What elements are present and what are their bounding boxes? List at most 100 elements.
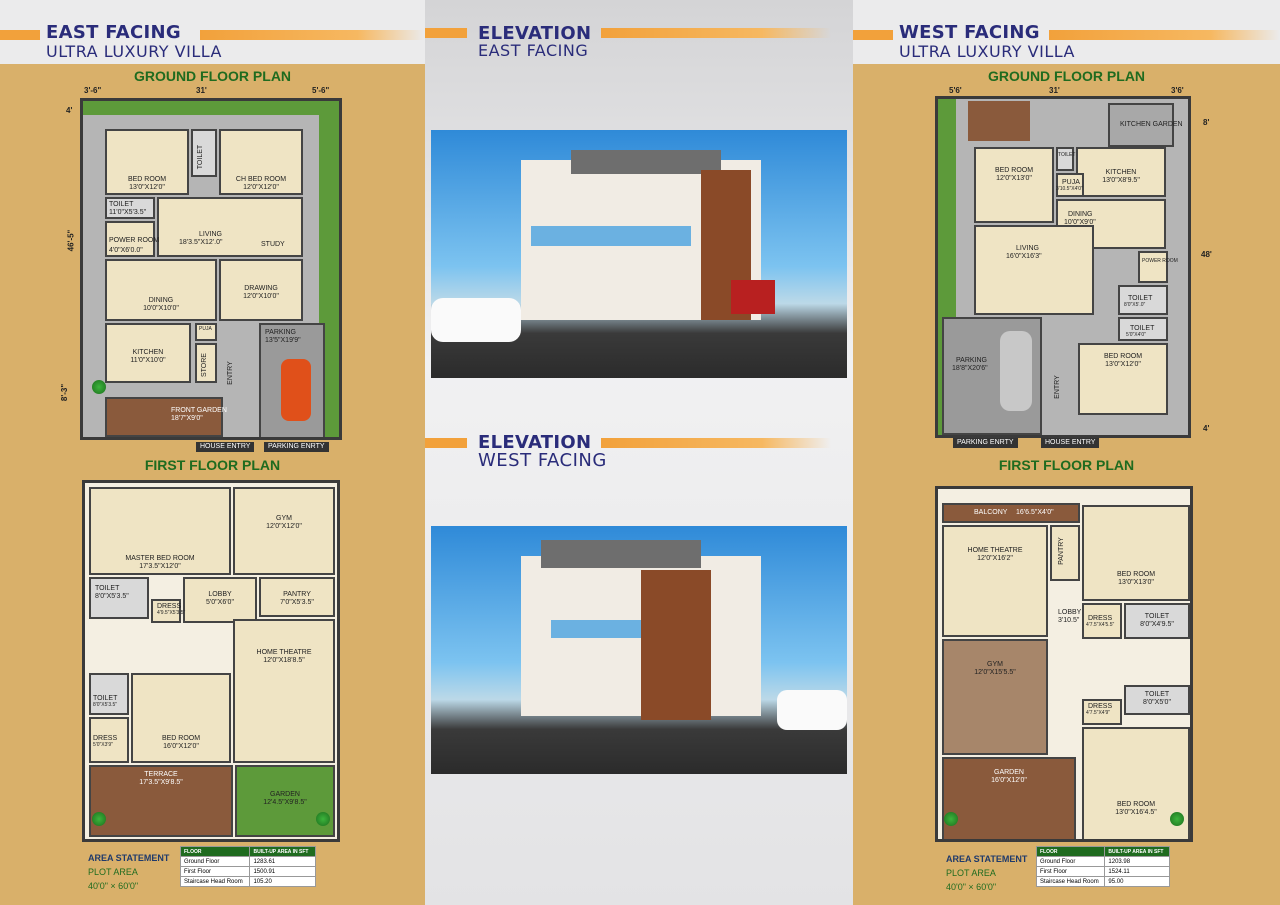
west-first-plan: BALCONY 16'6.5"X4'0" HOME THEATRE 12'0"X… <box>935 486 1193 842</box>
room-size: 18'3.5"X12'.0" <box>179 239 223 246</box>
room-size: 13'0"X16'4.5" <box>1115 809 1157 816</box>
room: POWER ROOM <box>1138 251 1178 283</box>
house-entry-label: HOUSE ENTRY <box>196 442 255 453</box>
room-name: GYM <box>987 661 1003 668</box>
room-size: 13'0"X12'0" <box>1105 361 1141 368</box>
room-name: KITCHEN <box>132 349 164 356</box>
plant-icon <box>944 812 958 826</box>
room: BED ROOM 13'0"X12'0" <box>1078 343 1168 415</box>
parking-entry-label: PARKING ENRTY <box>953 438 1018 449</box>
east-facing-panel: EAST FACING ULTRA LUXURY VILLA GROUND FL… <box>0 0 425 905</box>
house-entry-label: HOUSE ENTRY <box>1041 438 1100 449</box>
accent-bar <box>425 438 467 448</box>
dim-bottom: 4' <box>1203 424 1210 433</box>
entry-label: ENTRY <box>1053 375 1061 399</box>
room-name: TOILET <box>197 144 205 170</box>
room-name: POWER ROOM <box>109 237 160 244</box>
room-size: 4'7.5"X4'9" <box>1086 710 1111 716</box>
room-size: 10'0"X10'0" <box>143 305 179 312</box>
room-name: DRAWING <box>244 285 278 292</box>
room: BED ROOM 13'0"X13'0" <box>1082 505 1190 601</box>
room: LIVING 16'0"X16'3" <box>974 225 1094 315</box>
accent-bar <box>425 28 467 38</box>
room: BED ROOM 13'0"X12'0" <box>105 129 189 195</box>
accent-bar <box>200 30 425 40</box>
room: HOME THEATRE 12'0"X16'2" <box>942 525 1048 637</box>
table-header: FLOOR <box>179 846 251 857</box>
room-name: FRONT GARDEN <box>171 407 227 414</box>
first-floor-title: FIRST FLOOR PLAN <box>998 457 1135 473</box>
room: BED ROOM 16'0"X12'0" <box>131 673 231 763</box>
room-size: 12'0"X10'0" <box>243 293 279 300</box>
car <box>731 280 775 314</box>
car <box>777 690 847 730</box>
room: LOBBY 5'0"X6'0" <box>183 577 257 623</box>
plant-icon <box>92 380 106 394</box>
room: KITCHEN 13'0"X8'9.5" <box>1076 147 1166 197</box>
room-size: 4'7.5"X4'5.5" <box>1086 622 1115 628</box>
room: GYM 12'0"X15'5.5" <box>942 639 1048 755</box>
room: TERRACE 17'3.5"X9'8.5" <box>89 765 233 837</box>
west-elevation-image <box>431 526 847 774</box>
room: DRESS 4'7.5"X4'5.5" <box>1082 603 1122 639</box>
room-name: GARDEN <box>270 791 300 798</box>
room-name: DRESS <box>157 603 182 610</box>
accent-bar <box>601 28 831 38</box>
room: KITCHEN GARDEN <box>1108 103 1183 147</box>
car-icon <box>281 359 311 421</box>
accent-bar <box>0 30 40 40</box>
accent-bar <box>853 30 893 40</box>
room-size: 16'0"X12'0" <box>163 743 199 750</box>
room: POWER ROOM 4'0"X6'0.0" <box>105 221 159 257</box>
room-name: TOILET <box>1058 152 1076 158</box>
room-name: TOILET <box>95 585 120 592</box>
room: TOILET <box>1056 147 1076 171</box>
room-name: PANTRY <box>1057 537 1065 565</box>
room-name: MASTER BED ROOM <box>125 555 195 562</box>
table-cell: Staircase Head Room <box>1035 876 1106 887</box>
plot-size-value: 40'0" × 60'0" <box>946 882 997 892</box>
room-name: BED ROOM <box>994 167 1034 174</box>
elevation-west-title: ELEVATION <box>478 432 592 453</box>
room-name: POWER ROOM <box>1142 258 1178 264</box>
dim-mid: 31' <box>196 86 207 95</box>
room-size: 12'0"X18'8.5" <box>263 657 305 664</box>
room: TOILET <box>191 129 217 177</box>
room-size: 8'0"X5'3.5" <box>93 702 118 708</box>
room-name: DRESS <box>93 735 118 742</box>
ground-floor-title: GROUND FLOOR PLAN <box>987 68 1146 84</box>
dim-bottom: 8'-3" <box>60 383 70 402</box>
room: HOME THEATRE 12'0"X18'8.5" <box>233 619 335 763</box>
building-railing <box>531 226 691 246</box>
room-name: PANTRY <box>283 591 311 598</box>
elevation-west-subtitle: WEST FACING <box>478 450 607 471</box>
building-railing <box>551 620 641 638</box>
dim-top: 8' <box>1203 118 1210 127</box>
room-size: 3'10.5"X4'0" <box>1056 186 1083 192</box>
elevation-east-title: ELEVATION <box>478 23 592 44</box>
room-name: TOILET <box>93 695 118 702</box>
room-name: LOBBY <box>208 591 232 598</box>
room: STORE <box>195 343 217 383</box>
dim-right: 3'6' <box>1171 86 1184 95</box>
room-size: 7'0"X5'3.5" <box>280 599 314 606</box>
entry-label: ENTRY <box>226 361 234 385</box>
room-size: 17'3.5"X9'8.5" <box>139 779 183 786</box>
building-roof <box>571 150 721 174</box>
table-cell: Staircase Head Room <box>179 876 251 887</box>
table-cell: First Floor <box>1035 866 1106 877</box>
room-name: KITCHEN <box>1105 169 1137 176</box>
east-elevation-image <box>431 130 847 378</box>
room: DRESS 4'7.5"X4'9" <box>1082 699 1122 725</box>
east-first-plan: MASTER BED ROOM 17'3.5"X12'0" GYM 12'0"X… <box>82 480 340 842</box>
room-name: PARKING <box>956 357 987 364</box>
table-cell: 1283.61 <box>249 856 316 867</box>
room-size: 8'0"X4'9.5" <box>1140 621 1174 628</box>
east-title: EAST FACING <box>46 22 181 43</box>
building-cladding <box>641 570 711 720</box>
room: DRESS 5'0"X3'9" <box>89 717 129 763</box>
room: PUJA <box>195 323 217 341</box>
room-name: DINING <box>1068 211 1093 218</box>
area-statement-label: AREA STATEMENT <box>88 853 170 863</box>
